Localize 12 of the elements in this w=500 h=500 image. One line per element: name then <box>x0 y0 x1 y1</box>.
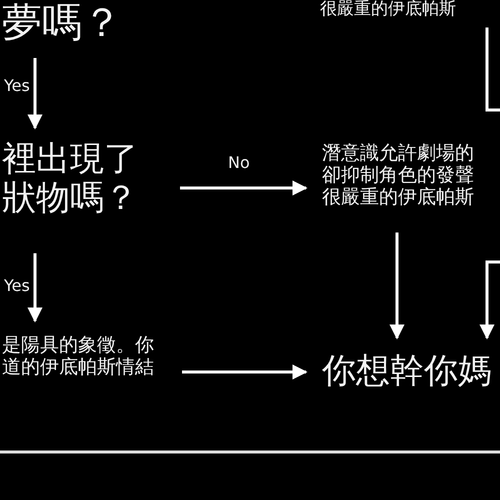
result-text: 你想幹你媽 <box>322 352 498 392</box>
connector-line <box>486 28 500 112</box>
arrow <box>28 253 42 322</box>
arrow <box>182 364 308 380</box>
question-text: 夢嗎？ <box>2 0 132 46</box>
result-text: 是陽具的象徵。你道的伊底帕斯情結 <box>2 335 166 379</box>
arrow <box>390 232 404 340</box>
arrow <box>180 180 308 196</box>
arrow <box>28 58 42 130</box>
question-text: 裡出現了狀物嗎？ <box>2 140 142 218</box>
arrow <box>480 260 500 340</box>
result-text: 潛意識允許劇場的卻抑制角色的發聲很嚴重的伊底帕斯 <box>322 143 478 209</box>
